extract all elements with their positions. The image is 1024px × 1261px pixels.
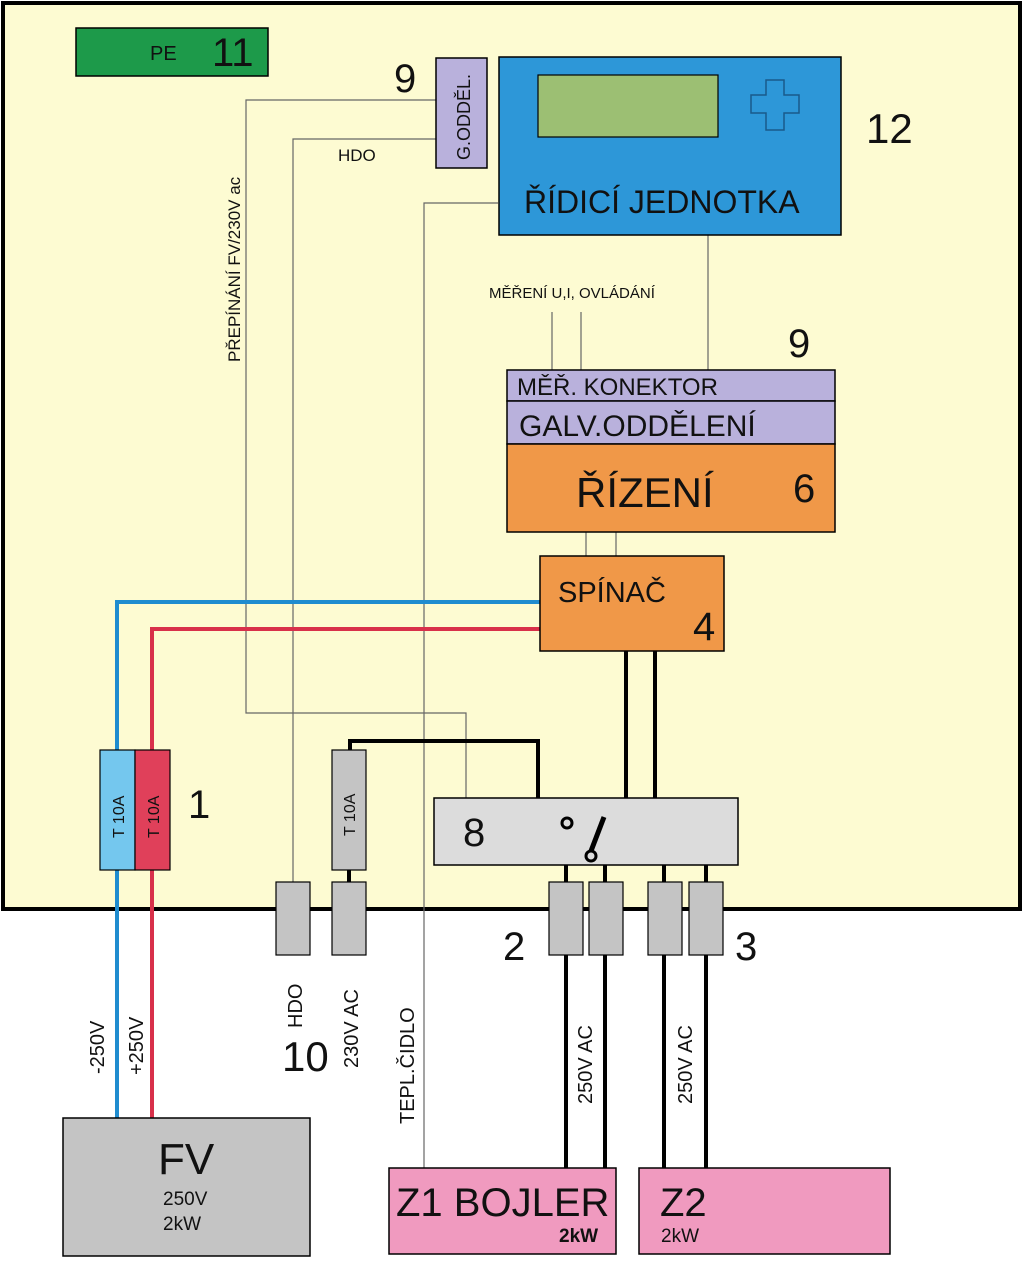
switching-label: PŘEPÍNÁNÍ FV/230V ac (225, 176, 244, 362)
z1-power: 2kW (559, 1226, 598, 1247)
control-label: ŘÍZENÍ (576, 469, 714, 516)
control-unit-display (537, 74, 719, 138)
pe-label: PE (150, 43, 177, 65)
fv-source: FV 250V 2kW (62, 1117, 311, 1257)
galvanic-isolation-box (506, 400, 836, 445)
terminal-blocks (275, 881, 724, 956)
terminal-z1-a (548, 881, 584, 956)
galvanic-isolation-small-number: 9 (394, 57, 416, 101)
fuse-positive: T 10A (134, 749, 171, 871)
control-unit-label: ŘÍDICÍ JEDNOTKA (524, 184, 800, 220)
ac230-terminal-label: 230V AC (341, 989, 363, 1068)
terminal-group-b-number: 3 (735, 925, 757, 969)
fuse-number: 1 (188, 783, 210, 827)
pe-terminal: PE 11 (75, 27, 269, 77)
connector-number: 9 (788, 322, 810, 366)
pe-number: 11 (212, 31, 254, 75)
wire-positive (150, 627, 540, 752)
terminal-hdo (275, 881, 311, 956)
load-z2: Z2 2kW (638, 1167, 891, 1255)
fuse-ac: T 10A (331, 749, 367, 871)
galvanic-isolation-small-label: G.ODDĚL. (454, 74, 474, 160)
terminal-z1-b (588, 881, 624, 956)
control-number: 6 (793, 467, 815, 511)
galvanic-isolation-label: GALV.ODDĚLENÍ (519, 410, 756, 443)
z1-title: Z1 BOJLER (396, 1181, 609, 1225)
z2-title: Z2 (660, 1181, 707, 1225)
fv-voltage: 250V (163, 1189, 208, 1210)
switch-box: SPÍNAČ 4 (539, 555, 725, 652)
fuse-ac-label: T 10A (342, 793, 359, 836)
signal-wires (245, 99, 709, 1170)
control-box (506, 443, 836, 533)
dpad-icon (750, 79, 800, 131)
terminal-z2-b (688, 881, 724, 956)
hdo-wire-label: HDO (338, 146, 376, 165)
switch-label: SPÍNAČ (558, 575, 666, 609)
switch-number: 4 (693, 605, 715, 649)
relay-number: 8 (463, 811, 485, 855)
terminal-z2-a (647, 881, 683, 956)
z2-power: 2kW (661, 1226, 699, 1247)
control-stack: MĚŘ. KONEKTOR 9 GALV.ODDĚLENÍ ŘÍZENÍ 6 (506, 322, 836, 533)
load-z1: Z1 BOJLER 2kW (388, 1167, 617, 1255)
galvanic-isolation-small: G.ODDĚL. 9 (394, 57, 488, 169)
control-unit: ŘÍDICÍ JEDNOTKA 12 (498, 56, 913, 236)
connector-label: MĚŘ. KONEKTOR (517, 374, 718, 401)
relay-lever-icon (588, 816, 607, 852)
fuse-negative: T 10A (99, 749, 136, 871)
wire-negative (115, 600, 540, 752)
plus-voltage-label: +250V (126, 1016, 148, 1075)
hdo-terminal-label: HDO (285, 984, 307, 1028)
minus-voltage-label: -250V (87, 1020, 109, 1074)
fuse-positive-label: T 10A (146, 795, 163, 838)
terminal-ac (331, 881, 367, 956)
terminal-group-left-number: 10 (282, 1033, 329, 1080)
fv-title: FV (158, 1135, 215, 1184)
relay-box: 8 (433, 797, 739, 866)
temp-sensor-label: TEPL.ČIDLO (396, 1007, 419, 1124)
fuse-negative-label: T 10A (111, 795, 128, 838)
z1-wire-label: 250V AC (575, 1025, 597, 1104)
z2-wire-label: 250V AC (675, 1025, 697, 1104)
terminal-group-a-number: 2 (503, 925, 525, 969)
relay-contact-icon (560, 816, 574, 830)
control-unit-number: 12 (866, 105, 913, 152)
measure-label: MĚŘENÍ U,I, OVLÁDÁNÍ (489, 285, 656, 302)
power-wires (347, 650, 708, 1168)
fv-power: 2kW (163, 1214, 201, 1235)
